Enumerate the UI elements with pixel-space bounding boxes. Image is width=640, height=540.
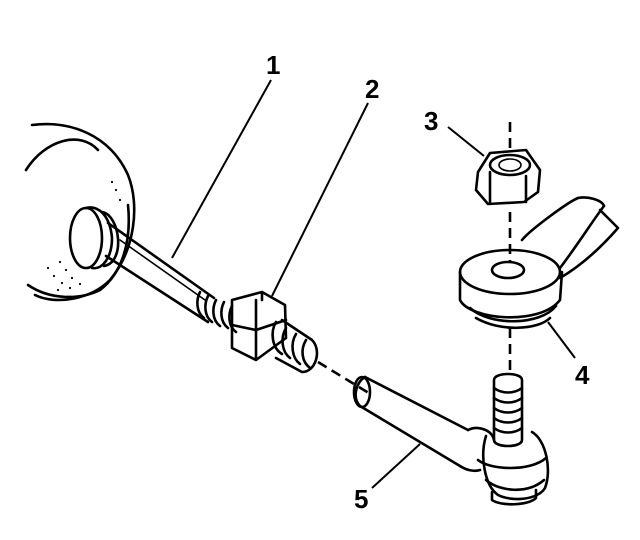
callout-1: 1 <box>266 50 280 80</box>
leader-1 <box>171 79 272 259</box>
housing-shading <box>46 180 122 292</box>
callout-5: 5 <box>354 484 368 514</box>
leader-4 <box>547 321 576 359</box>
outer-tie-rod-end <box>352 372 550 506</box>
callout-4: 4 <box>575 360 590 390</box>
leader-lines <box>171 79 576 489</box>
assembly-line-rod <box>317 360 373 397</box>
leader-2 <box>271 102 369 297</box>
rod-threaded-end <box>271 318 319 374</box>
steering-gear-housing <box>24 122 136 302</box>
hex-nut <box>474 148 542 206</box>
callout-3: 3 <box>424 106 438 136</box>
ball-stud-threads <box>492 372 524 448</box>
inner-tie-rod <box>104 221 238 334</box>
leader-5 <box>371 443 421 489</box>
leader-3 <box>447 126 485 157</box>
callout-2: 2 <box>365 74 379 104</box>
steering-knuckle-arm <box>458 196 620 330</box>
